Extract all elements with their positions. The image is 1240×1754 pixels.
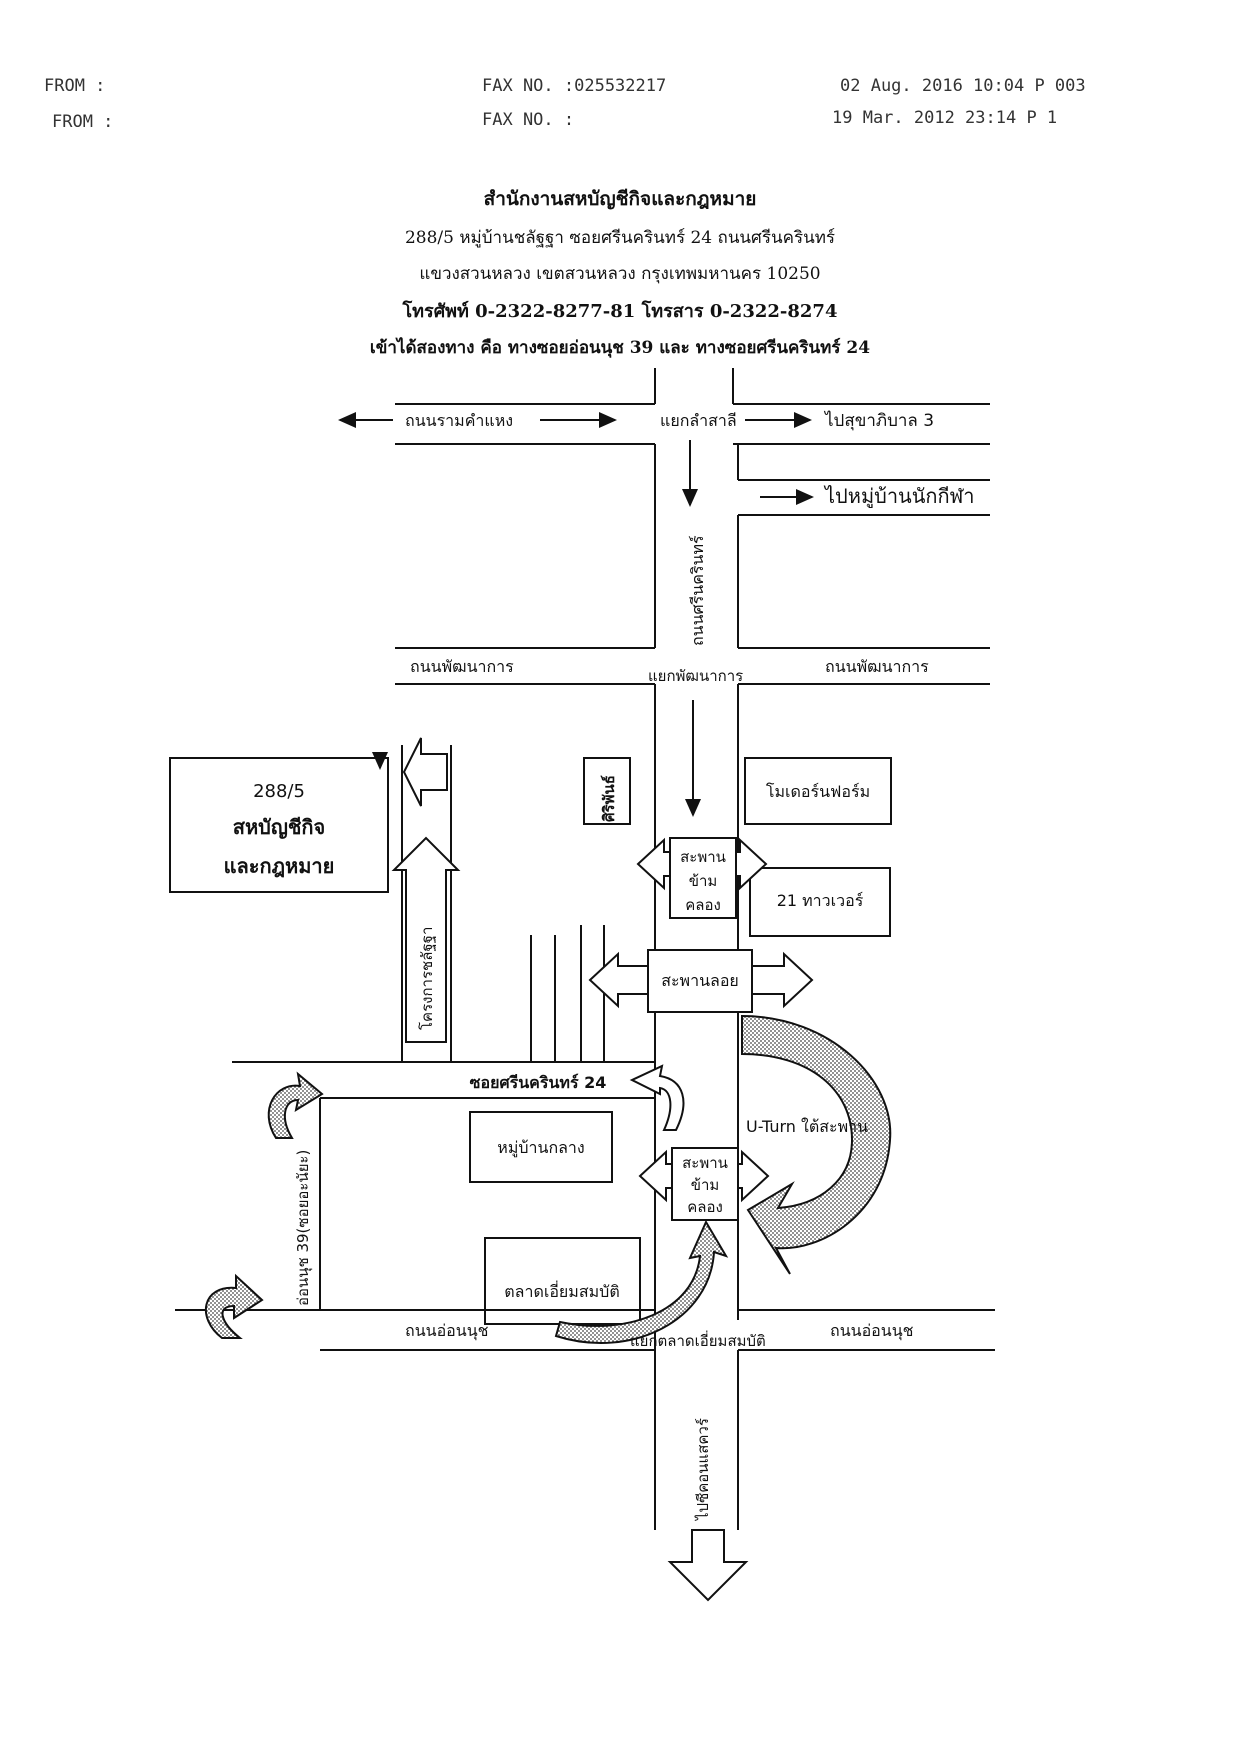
- fax-number-1: FAX NO. :025532217: [482, 76, 667, 96]
- office-phone-fax: โทรศัพท์ 0-2322-8277-81 โทรสาร 0-2322-82…: [402, 301, 838, 322]
- canal-bridge-upper-line-1: สะพาน: [680, 848, 726, 866]
- curve-arrow-onnut: [205, 1273, 264, 1339]
- fax-timestamp-2: 19 Mar. 2012 23:14 P 1: [832, 108, 1058, 128]
- office-box-line-2: และกฎหมาย: [224, 854, 335, 878]
- tower-21-box: [749, 867, 891, 937]
- curve-arrow-soi-24: [629, 1064, 685, 1131]
- fax-from-label-2: FROM :: [52, 112, 114, 132]
- onnut-road-right-label: ถนนอ่อนนุช: [830, 1321, 914, 1341]
- market-junction-label: แยกตลาดเอี่ยมสมบัติ: [630, 1330, 766, 1350]
- office-box: [169, 757, 389, 893]
- to-sports-village-label: ไปหมู่บ้านนักกีฬา: [823, 484, 975, 509]
- canal-bridge-upper-line-2: ข้าม: [689, 872, 718, 890]
- modern-form-label: โมเดอร์นฟอร์ม: [766, 782, 870, 801]
- office-access-note: เข้าได้สองทาง คือ ทางซอยอ่อนนุช 39 และ ท…: [369, 338, 871, 358]
- canal-bridge-upper-box: [669, 837, 737, 919]
- curve-arrow-soi-entry: [267, 1071, 324, 1139]
- modern-form-box: [744, 757, 892, 825]
- siriphan-box: [583, 757, 631, 825]
- office-address-line-1: 288/5 หมู่บ้านชลัฐฐา ซอยศรีนครินทร์ 24 ถ…: [404, 228, 836, 248]
- fax-number-2: FAX NO. :: [482, 110, 575, 130]
- soi-chalattha-label: โครงการชลัฐฐา: [418, 927, 436, 1030]
- project-lane-arrow: [391, 836, 461, 1043]
- office-name: สำนักงานสหบัญชีกิจและกฎหมาย: [483, 188, 757, 210]
- phatthanakan-road-right-label: ถนนพัฒนาการ: [825, 657, 929, 676]
- canal-bridge-lower-box: [671, 1147, 739, 1221]
- u-turn-label: U-Turn ใต้สะพาน: [746, 1117, 868, 1136]
- ramkhamhaeng-road-label: ถนนรามคำแหง: [405, 411, 513, 430]
- canal-bridge-lower-line-1: สะพาน: [682, 1154, 728, 1172]
- onnut-road-left-label: ถนนอ่อนนุช: [405, 1321, 489, 1341]
- tower-21-label: 21 ทาวเวอร์: [777, 891, 864, 910]
- siriphan-label: ศิริพันธ์: [600, 775, 618, 822]
- market-label: ตลาดเอี่ยมสมบัติ: [504, 1280, 619, 1301]
- flyover-label: สะพานลอย: [661, 971, 739, 990]
- lam-salee-junction-label: แยกลำสาลี: [660, 411, 737, 430]
- soi-onnut-39-label: อ่อนนุช 39(ซอยอะนัยะ): [294, 1150, 313, 1306]
- office-box-line-1: สหบัญชีกิจ: [233, 815, 326, 839]
- office-box-number: 288/5: [253, 781, 305, 802]
- fax-from-label-1: FROM :: [44, 76, 106, 96]
- seacon-direction-arrow: [667, 1529, 749, 1602]
- village-klang-box: [469, 1111, 613, 1183]
- phatthanakan-road-left-label: ถนนพัฒนาการ: [410, 657, 514, 676]
- soi-srinakarin-24-label: ซอยศรีนครินทร์ 24: [470, 1073, 607, 1092]
- srinakarin-road-label: ถนนศรีนครินทร์: [688, 535, 707, 646]
- to-seacon-label: ไปซีคอนแสควร์: [694, 1418, 712, 1521]
- fax-timestamp-1: 02 Aug. 2016 10:04 P 003: [840, 76, 1086, 96]
- village-klang-label: หมู่บ้านกลาง: [497, 1138, 584, 1158]
- canal-bridge-lower-line-3: คลอง: [687, 1198, 723, 1216]
- u-turn-arrow: [741, 1014, 892, 1275]
- curve-arrow-market: [554, 1219, 729, 1344]
- canal-bridge-lower-line-2: ข้าม: [691, 1176, 720, 1194]
- flyover-box: [647, 949, 753, 1013]
- canal-bridge-upper-line-3: คลอง: [685, 896, 721, 914]
- market-box: [484, 1237, 641, 1325]
- to-sukhaphiban-3-label: ไปสุขาภิบาล 3: [823, 410, 934, 431]
- phatthanakan-junction-label: แยกพัฒนาการ: [648, 667, 743, 685]
- office-address-line-2: แขวงสวนหลวง เขตสวนหลวง กรุงเทพมหานคร 102…: [419, 264, 821, 284]
- office-entry-arrow: [402, 737, 448, 807]
